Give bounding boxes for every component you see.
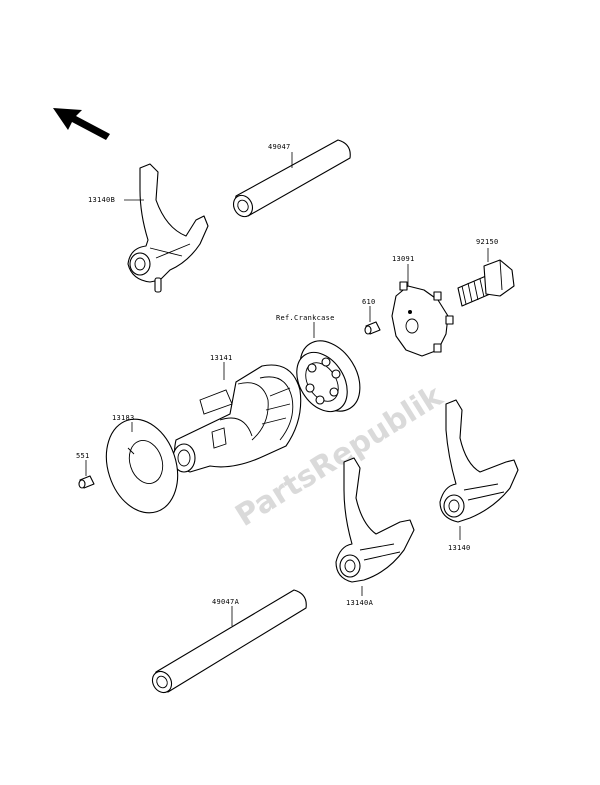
label-13183: 13183 <box>112 414 135 422</box>
shift-fork-13140a[interactable] <box>335 457 415 583</box>
front-direction-arrow-icon <box>53 108 110 140</box>
label-49047a: 49047A <box>212 598 240 606</box>
label-13091: 13091 <box>392 255 415 263</box>
bearing-ref-crankcase[interactable] <box>286 330 372 422</box>
label-13141: 13141 <box>210 354 233 362</box>
shaft-49047a[interactable] <box>149 589 307 696</box>
pin-610[interactable] <box>364 321 381 335</box>
shift-fork-13140[interactable] <box>439 399 519 523</box>
shaft-49047[interactable] <box>230 139 351 220</box>
shift-fork-13140b[interactable] <box>127 163 209 293</box>
shift-drum-13141[interactable] <box>172 364 302 473</box>
label-13140a: 13140A <box>346 599 374 607</box>
label-551: 551 <box>76 452 90 460</box>
pin-551[interactable] <box>78 475 95 489</box>
bolt-92150[interactable] <box>457 259 515 307</box>
label-13140b: 13140B <box>88 196 115 204</box>
label-ref-crankcase: Ref.Crankcase <box>276 314 335 322</box>
label-610: 610 <box>362 298 376 306</box>
shift-plate-13091[interactable] <box>391 281 454 357</box>
label-92150: 92150 <box>476 238 499 246</box>
washer-13183[interactable] <box>95 410 189 522</box>
label-49047: 49047 <box>268 143 291 151</box>
label-13140: 13140 <box>448 544 471 552</box>
